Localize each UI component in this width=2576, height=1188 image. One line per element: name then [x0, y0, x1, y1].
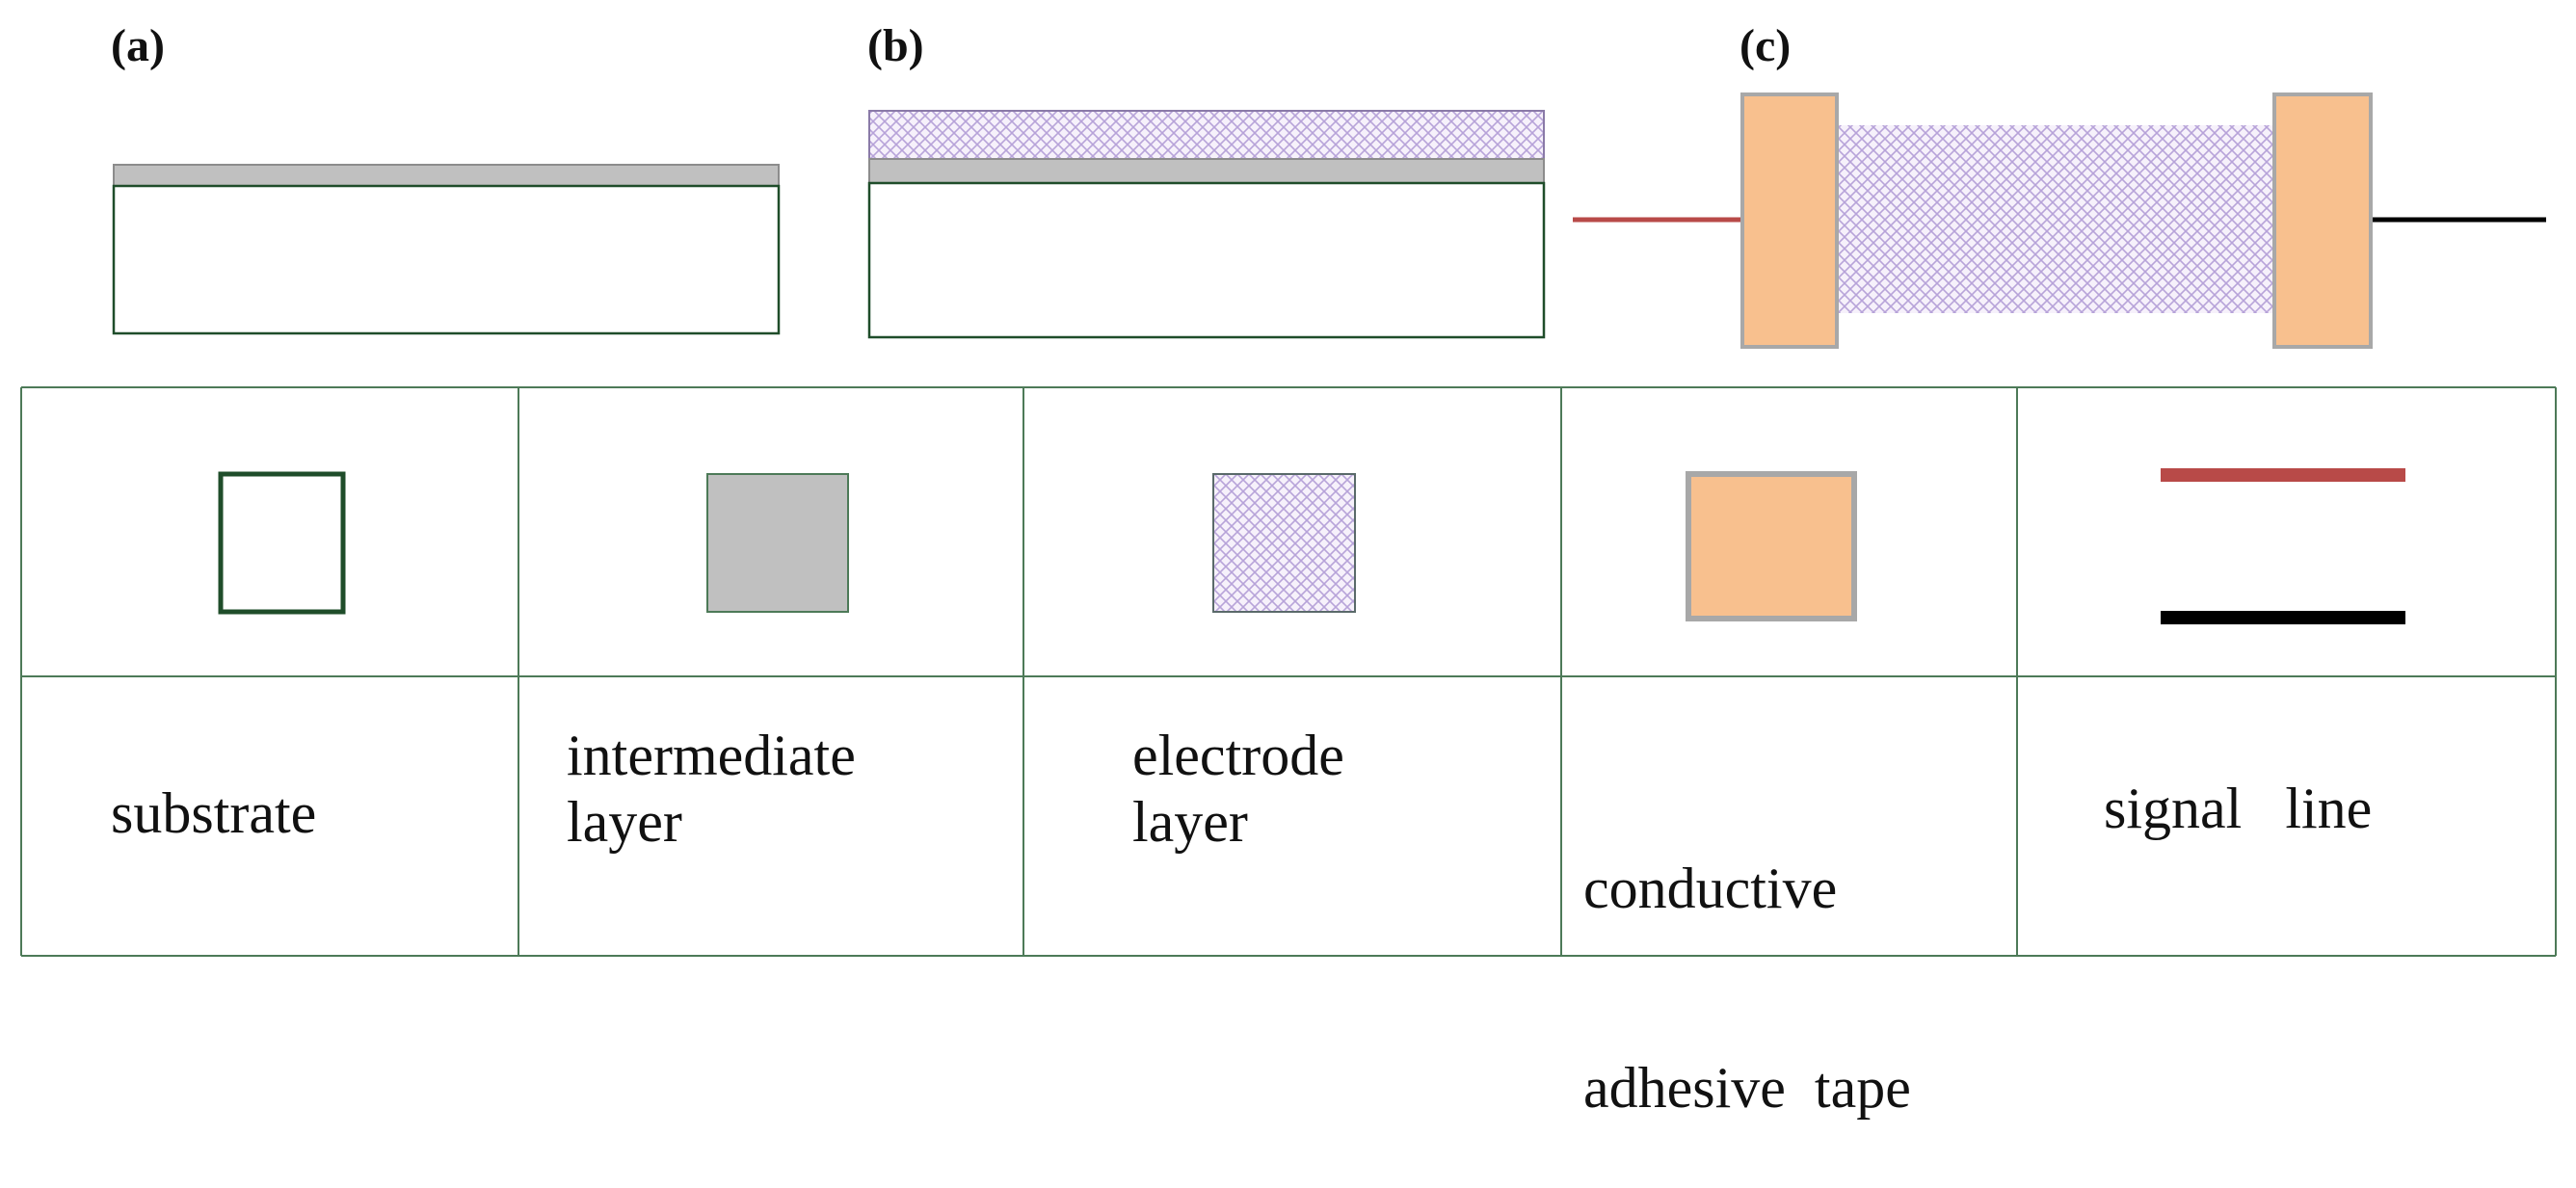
panel-b-structure [867, 110, 1546, 339]
legend-electrode-swatch [1212, 473, 1356, 613]
panel-c-tape-left [1740, 92, 1839, 349]
legend-intermediate-label: intermediate layer [567, 723, 856, 856]
panel-label-b: (b) [867, 20, 924, 71]
legend-intermediate-swatch [706, 473, 849, 613]
panel-label-a: (a) [111, 20, 165, 71]
panel-c-tape-right [2272, 92, 2373, 349]
panel-a-structure [112, 164, 781, 335]
legend-tape-label: conductive adhesive tape [1583, 723, 1911, 1188]
legend-substrate-label: substrate [111, 781, 317, 845]
legend-tape-line1: conductive [1583, 857, 1838, 920]
legend-tape-line2: adhesive tape [1583, 1056, 1911, 1120]
panel-c-structure [1573, 92, 2546, 349]
legend-signal-label: signal line [2104, 777, 2373, 840]
legend-electrode-line1: electrode [1132, 724, 1344, 787]
panel-b-intermediate-layer [868, 158, 1545, 184]
panel-a-intermediate-layer [113, 164, 780, 187]
diagram-canvas [20, 92, 2557, 957]
legend-intermediate-line2: layer [567, 790, 682, 854]
legend-electrode-line2: layer [1132, 790, 1248, 854]
legend-substrate-swatch [218, 471, 346, 615]
panel-b-substrate [867, 181, 1546, 339]
legend-table-grid [20, 386, 2557, 957]
legend-electrode-label: electrode layer [1132, 723, 1344, 856]
legend-intermediate-line1: intermediate [567, 724, 856, 787]
panel-b-electrode-layer [868, 110, 1545, 160]
panel-c-electrode-layer [1836, 125, 2274, 313]
panel-label-c: (c) [1739, 20, 1792, 71]
panel-a-substrate [112, 184, 781, 335]
legend-tape-swatch [1686, 471, 1857, 621]
